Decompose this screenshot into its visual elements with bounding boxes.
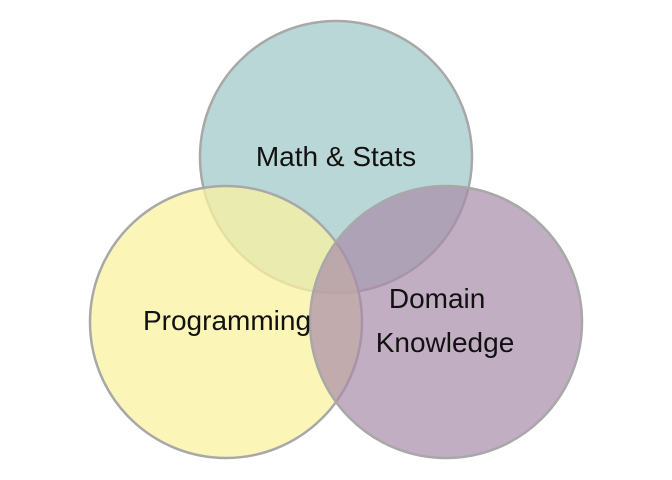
domain-knowledge-circle [308, 184, 584, 460]
domain-knowledge-label: Domain Knowledge [376, 283, 515, 358]
programming-label: Programming [143, 305, 311, 336]
math-stats-label: Math & Stats [256, 141, 416, 172]
